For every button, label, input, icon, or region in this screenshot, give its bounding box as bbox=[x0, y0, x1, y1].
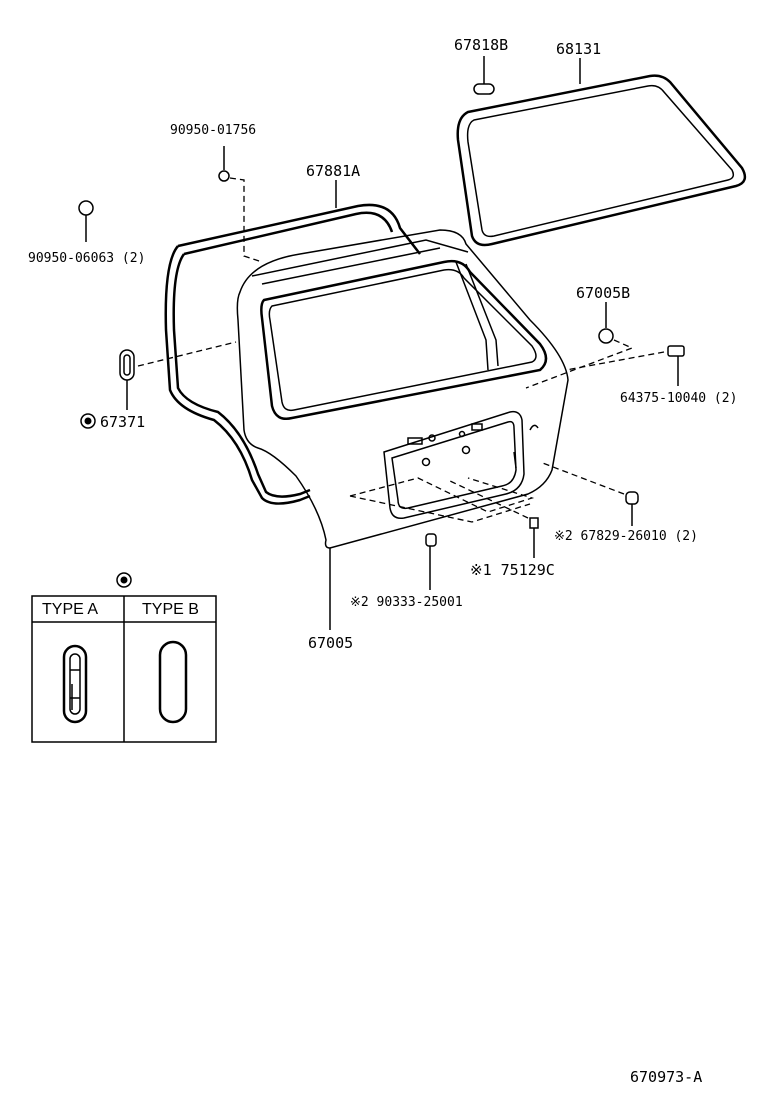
callout-67818b: 67818B bbox=[454, 36, 508, 54]
clip-90950-01756 bbox=[218, 146, 263, 263]
marker-67371 bbox=[80, 413, 96, 429]
clip-90333 bbox=[349, 477, 535, 590]
type-b-header: TYPE B bbox=[142, 601, 199, 618]
callout-67005b: 67005B bbox=[576, 284, 630, 302]
callout-68131: 68131 bbox=[556, 40, 601, 58]
clip-67818b bbox=[473, 56, 495, 95]
bumper-pad bbox=[78, 200, 94, 242]
rear-glass bbox=[456, 74, 747, 247]
callout-90950-01756: 90950-01756 bbox=[170, 123, 256, 138]
marker-type-table bbox=[116, 572, 132, 588]
callout-90950-06063: 90950-06063 (2) bbox=[28, 251, 145, 266]
weatherstrip bbox=[164, 203, 421, 505]
clip-67829 bbox=[539, 461, 639, 526]
handle-type-b bbox=[158, 640, 188, 724]
callout-90333: ※2 90333-25001 bbox=[350, 595, 463, 610]
callout-75129c: ※1 75129C bbox=[470, 561, 555, 579]
callout-67005: 67005 bbox=[308, 634, 353, 652]
type-a-header: TYPE A bbox=[42, 601, 98, 618]
grommet-67005b bbox=[525, 302, 634, 389]
emblem-75129c bbox=[447, 479, 539, 558]
back-door-panel bbox=[236, 229, 569, 549]
stopper-64375 bbox=[565, 345, 685, 386]
callout-67829: ※2 67829-26010 (2) bbox=[554, 529, 698, 544]
callout-67371: 67371 bbox=[100, 413, 145, 431]
callout-64375: 64375-10040 (2) bbox=[620, 391, 737, 406]
handle-67371 bbox=[119, 341, 237, 410]
figure-code: 670973-A bbox=[630, 1068, 702, 1086]
handle-type-a bbox=[62, 644, 88, 724]
type-table: TYPE A TYPE B bbox=[31, 595, 217, 743]
callout-67881a: 67881A bbox=[306, 162, 360, 180]
